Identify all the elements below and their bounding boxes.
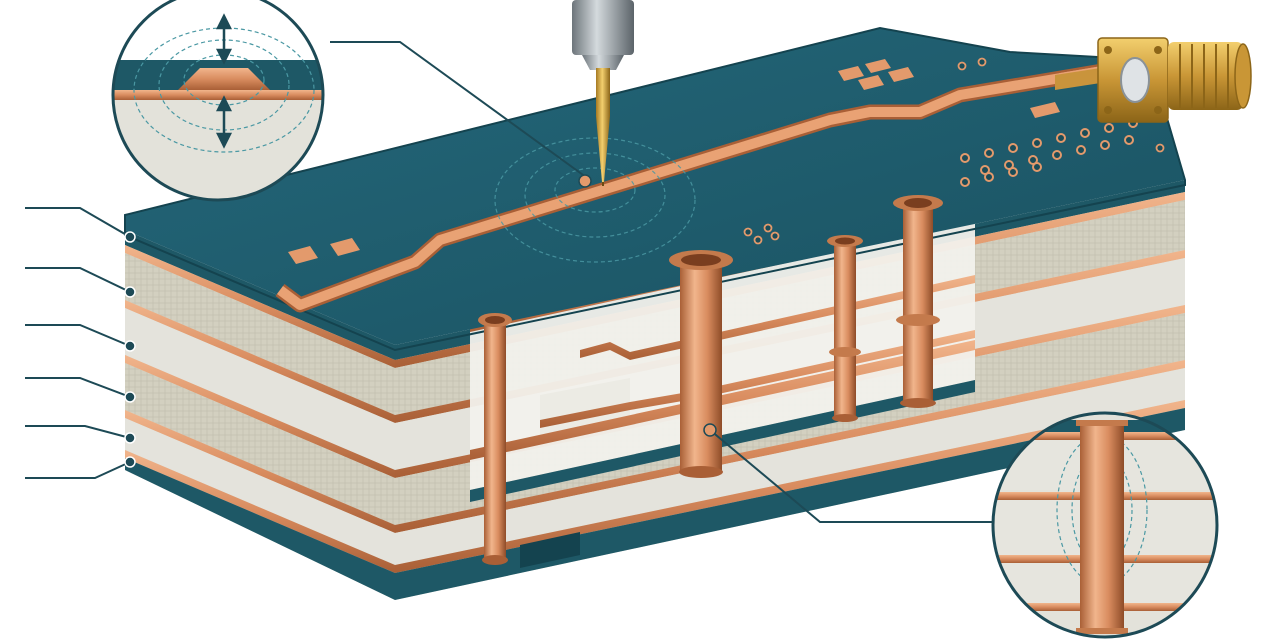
via-pad [1032, 138, 1042, 148]
plated-via-4 [893, 195, 943, 408]
plated-via-1 [478, 313, 512, 565]
callout-leader-line [25, 377, 131, 398]
smd-pads [288, 59, 1060, 264]
via-pad [984, 172, 994, 182]
via-pad [1008, 167, 1018, 177]
via-pad [960, 177, 970, 187]
layer-solder-mask-bottom [125, 458, 395, 600]
callout-marker-dot [124, 286, 136, 298]
via-pad [977, 57, 987, 67]
probe-field-lines [494, 137, 696, 263]
board-notch [520, 532, 580, 568]
callout-marker-dot [124, 432, 136, 444]
double-arrow-icon [215, 13, 233, 149]
via-pad [1124, 135, 1134, 145]
sma-connector-icon [1055, 37, 1252, 123]
via-pad [960, 153, 970, 163]
layer-copper-3 [125, 355, 395, 478]
layer-solder-mask-top [125, 230, 395, 360]
via-pad [770, 231, 780, 241]
via-pad [1056, 133, 1066, 143]
callout-leader-line [25, 324, 131, 347]
layer-copper-1 [125, 245, 395, 368]
callout-leader-line [25, 461, 131, 479]
layer-copper-4 [125, 410, 395, 533]
via-pad [743, 227, 753, 237]
layer-copper-2 [125, 300, 395, 423]
plated-via-3 [827, 235, 863, 422]
inner-stripline-trace [540, 330, 975, 428]
via-pad [1032, 162, 1042, 172]
layer-copper-5 [125, 450, 395, 573]
via-pad [1155, 143, 1165, 153]
callout-marker-dot [124, 231, 136, 243]
layer-prepreg-2 [125, 363, 395, 525]
plated-via-2 [669, 250, 733, 478]
layer-prepreg-1 [125, 253, 395, 415]
via-pad [753, 235, 763, 245]
via-pad [984, 148, 994, 158]
via-pad [763, 223, 773, 233]
via-pad [1076, 145, 1086, 155]
board-front-face [125, 230, 395, 600]
via-pad [1080, 128, 1090, 138]
via-pad [1052, 150, 1062, 160]
callout-leader-line [25, 267, 131, 293]
via-pad [1008, 143, 1018, 153]
callout-leader-line [25, 425, 131, 439]
callout-marker-dot [124, 391, 136, 403]
layer-callouts [25, 207, 136, 479]
pcb-board [124, 26, 1186, 600]
probe-icon [572, 0, 634, 186]
callout-leader-line [25, 207, 131, 238]
layer-core-2 [125, 418, 395, 565]
via-pad [1104, 123, 1114, 133]
zoom-detail-microstrip [111, 0, 592, 202]
callout-marker-dot [124, 340, 136, 352]
layer-core-1 [125, 308, 395, 470]
via-pad [1100, 140, 1110, 150]
via-pad [957, 61, 967, 71]
callout-marker-dot [124, 456, 136, 468]
